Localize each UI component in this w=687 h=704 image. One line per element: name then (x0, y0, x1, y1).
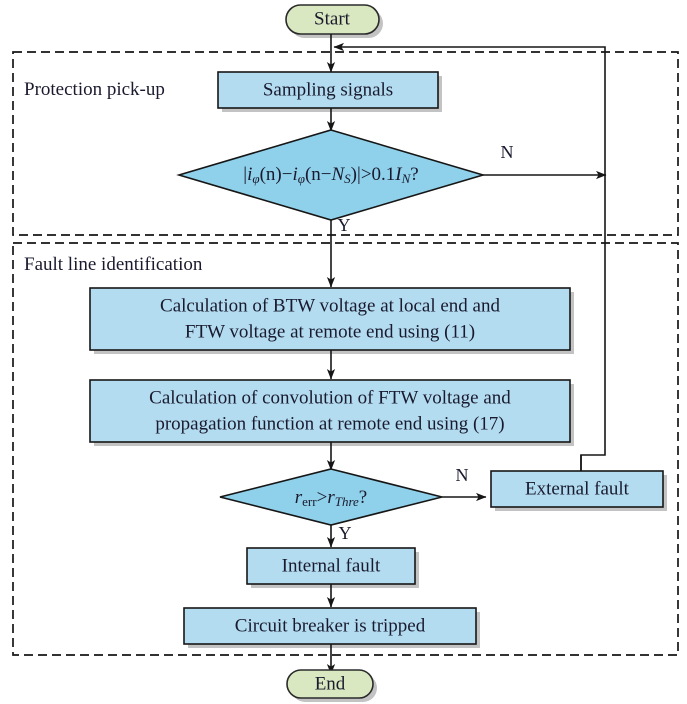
math-thre-subscript: Thre (335, 494, 359, 509)
calc-convolution-box (89, 379, 571, 443)
sampling-signals-box (217, 71, 439, 109)
fault-branch-label-no: N (456, 465, 469, 485)
internal-fault-box (246, 547, 416, 585)
calc-btw-label-line2: FTW voltage at remote end using (11) (185, 321, 475, 342)
math-phi-subscript: φ (252, 171, 259, 186)
fault-decision-expression: rerr>rThre? (295, 487, 367, 508)
math-bar-close: | (357, 164, 361, 185)
calc-btw-voltage-box (89, 287, 571, 351)
math-cap-n: N (330, 164, 345, 185)
math-gt: > (361, 164, 372, 185)
math-close-paren: ) (351, 164, 357, 185)
pickup-branch-label-yes: Y (338, 215, 351, 235)
start-node (285, 4, 380, 35)
calc-convolution-label-line2: propagation function at remote end using… (155, 413, 504, 434)
math-minus-2: − (321, 164, 332, 185)
math-question: ? (410, 164, 418, 185)
calc-convolution-label-line1: Calculation of convolution of FTW voltag… (149, 387, 511, 408)
math-i-symbol: i (247, 164, 252, 185)
start-node-label: Start (314, 8, 351, 29)
math-minus-1: − (282, 164, 293, 185)
math-open-n: (n) (260, 164, 282, 185)
math-r-symbol: r (295, 487, 303, 508)
pickup-branch-label-no: N (501, 142, 514, 162)
math-i-symbol-2: i (292, 164, 297, 185)
math-gt-2: > (317, 487, 328, 508)
circuit-breaker-label: Circuit breaker is tripped (235, 615, 426, 636)
external-fault-label: External fault (525, 478, 630, 499)
end-node-label: End (315, 673, 346, 694)
section-label-fault-line-identification: Fault line identification (24, 254, 203, 275)
circuit-breaker-box (183, 607, 477, 645)
math-open-n-2: (n (305, 164, 321, 185)
fault-branch-label-yes: Y (339, 523, 352, 543)
math-r-symbol-2: r (327, 487, 335, 508)
math-cap-i: I (394, 164, 403, 185)
calc-btw-label-line1: Calculation of BTW voltage at local end … (160, 295, 500, 316)
internal-fault-label: Internal fault (282, 555, 381, 576)
pickup-decision-expression: |iφ(n)−iφ(n−NS)|>0.1IN? (243, 164, 418, 185)
sampling-signals-label: Sampling signals (263, 79, 393, 100)
section-label-protection-pickup: Protection pick-up (24, 79, 165, 100)
section-border-protection-pickup (12, 51, 679, 236)
math-phi-subscript-2: φ (298, 171, 305, 186)
external-fault-box (490, 470, 664, 508)
math-err-subscript: err (302, 494, 317, 509)
math-s-subscript: S (344, 171, 351, 186)
math-n-subscript: N (401, 171, 412, 186)
math-bar-open: | (243, 164, 247, 185)
section-border-fault-line-identification (12, 242, 679, 656)
math-question-2: ? (359, 487, 367, 508)
math-value: 0.1 (372, 164, 396, 185)
end-node (286, 669, 374, 699)
